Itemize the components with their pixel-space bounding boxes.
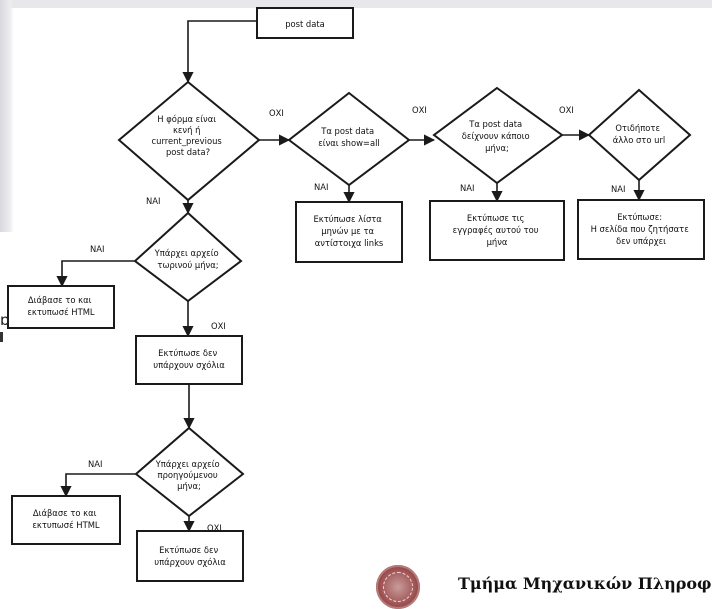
decision-month-text: Τα post data δείχνουν κάποιο μήνα; [462,119,533,153]
box-print-not-exist-text: Εκτύπωσε: Η σελίδα που ζητήσατε δεν υπάρ… [591,212,692,246]
decision-previous-file: Υπάρχει αρχείο προηγούμενου μήνα; [134,426,245,518]
edge-label-yes-month: ΝΑΙ [460,183,474,193]
flowchart-diagram: post data Η φόρμα είναι κενή ή current_p… [7,7,705,582]
edge-label-no-2: ΟΧΙ [412,105,427,115]
decision-show-all: Τα post data είναι show=all [287,91,411,187]
box-no-comments-2: Εκτύπωσε δεν υπάρχουν σχόλια [136,530,244,582]
decision-show-all-text: Τα post data είναι show=all [318,126,380,148]
edge-label-no-current: ΟΧΙ [211,321,226,331]
node-post-data-text: post data [285,19,325,29]
edge-label-yes-other: ΝΑΙ [611,184,625,194]
clipped-edge-glyph: ɒ [0,311,10,329]
edge-label-no-1: ΟΧΙ [269,108,284,118]
node-post-data: post data [256,7,354,39]
logo-ring [383,572,413,602]
box-read-html-1-text: Διάβασε το και εκτυπωσέ HTML [27,295,95,317]
slide-top-edge [0,0,712,8]
decision-current-file: Υπάρχει αρχείο τωρινού μήνα; [133,211,243,303]
box-no-comments-2-text: Εκτύπωσε δεν υπάρχουν σχόλια [154,545,226,567]
box-print-list: Εκτύπωσε λίστα μηνών με τα αντίστοιχα li… [295,201,403,263]
box-print-list-text: Εκτύπωσε λίστα μηνών με τα αντίστοιχα li… [313,214,384,248]
edge-label-no-3: ΟΧΙ [559,105,574,115]
university-logo-icon [376,565,420,609]
clipped-edge-mark [0,332,3,342]
edge-labels: ΟΧΙ ΟΧΙ ΟΧΙ ΝΑΙ ΝΑΙ ΝΑΙ ΝΑΙ ΝΑΙ ΟΧΙ ΝΑΙ … [88,105,625,533]
box-print-records-text: Εκτύπωσε τις εγγραφές αυτού του μήνα [453,213,542,247]
connectors [56,20,645,533]
edge-label-yes-empty: ΝΑΙ [146,196,160,206]
decision-form-empty: Η φόρμα είναι κενή ή current_previous po… [117,80,261,202]
edge-post-to-empty [182,20,257,84]
edge-label-yes-previous: ΝΑΙ [88,459,102,469]
decision-other: Οτιδήποτε άλλο στο url [587,88,692,182]
box-read-html-1: Διάβασε το και εκτυπωσέ HTML [7,285,115,329]
decision-previous-file-text: Υπάρχει αρχείο προηγούμενου μήνα; [155,459,223,491]
slide-left-edge [0,0,14,232]
decision-other-text: Οτιδήποτε άλλο στο url [613,123,665,145]
box-no-comments-1-text: Εκτύπωσε δεν υπάρχουν σχόλια [153,348,225,370]
edge-label-yes-current: ΝΑΙ [90,244,104,254]
decision-form-empty-text: Η φόρμα είναι κενή ή current_previous po… [152,114,225,157]
department-title: Τμήμα Μηχανικών Πληροφορι [458,574,712,593]
box-print-not-exist: Εκτύπωσε: Η σελίδα που ζητήσατε δεν υπάρ… [577,199,705,260]
box-print-records: Εκτύπωσε τις εγγραφές αυτού του μήνα [429,200,565,261]
decision-current-file-text: Υπάρχει αρχείο τωρινού μήνα; [154,248,222,270]
box-read-html-2: Διάβασε το και εκτυπωσέ HTML [11,495,121,545]
edge-label-yes-showall: ΝΑΙ [314,182,328,192]
edge-current-to-read1 [56,260,135,288]
edge-previous-to-read2 [60,473,136,498]
box-no-comments-1: Εκτύπωσε δεν υπάρχουν σχόλια [135,335,243,385]
box-read-html-2-text: Διάβασε το και εκτυπωσέ HTML [32,508,100,530]
decision-month: Τα post data δείχνουν κάποιο μήνα; [432,86,564,185]
edge-label-no-previous: ΟΧΙ [207,523,222,533]
